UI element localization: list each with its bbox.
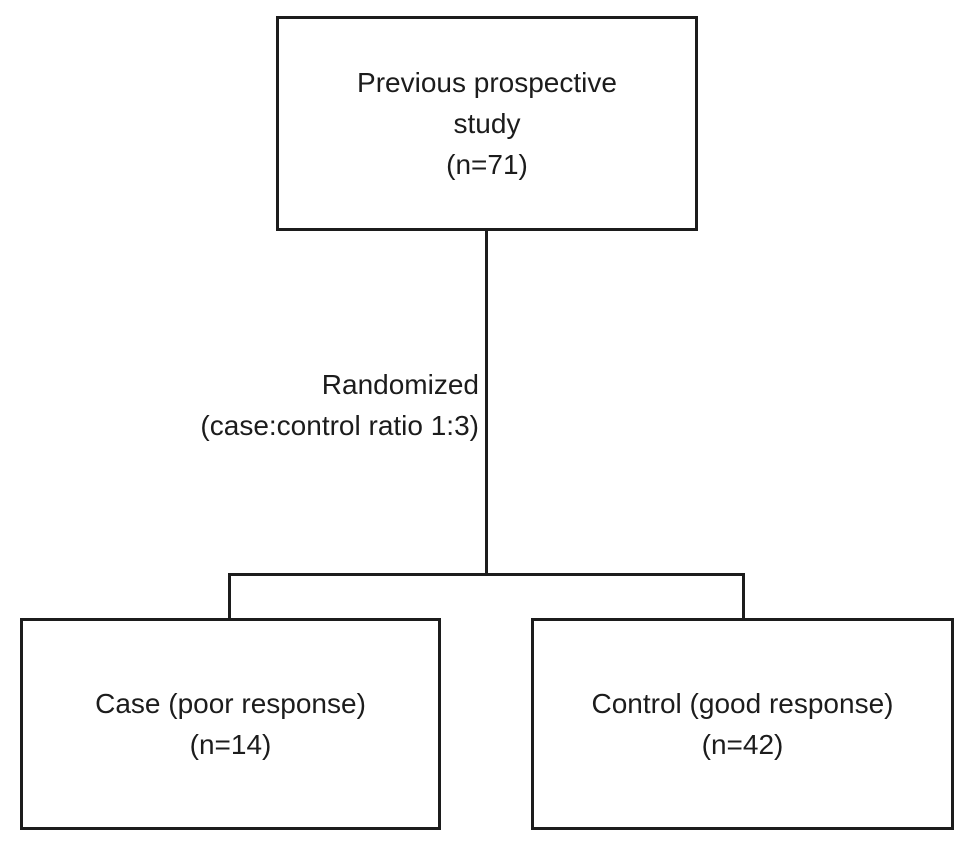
edge-label-line-1: Randomized [321,369,479,400]
connector-top-to-crossbar [485,229,488,576]
node-case: Case (poor response) (n=14) [20,618,441,830]
node-previous-study-line-3: (n=71) [446,149,528,180]
edge-label-randomized: Randomized (case:control ratio 1:3) [200,364,479,446]
node-control: Control (good response) (n=42) [531,618,954,830]
node-previous-study-line-1: Previous prospective [357,67,617,98]
edge-label-line-2: (case:control ratio 1:3) [200,410,479,441]
node-control-line-2: (n=42) [701,729,784,760]
node-case-line-2: (n=14) [189,729,272,760]
node-case-line-1: Case (poor response) [95,688,366,719]
node-previous-study: Previous prospective study (n=71) [276,16,698,231]
node-control-line-1: Control (good response) [591,688,894,719]
connector-right-drop [742,573,745,619]
node-previous-study-line-2: study [453,108,521,139]
connector-left-drop [228,573,231,619]
connector-crossbar [228,573,745,576]
